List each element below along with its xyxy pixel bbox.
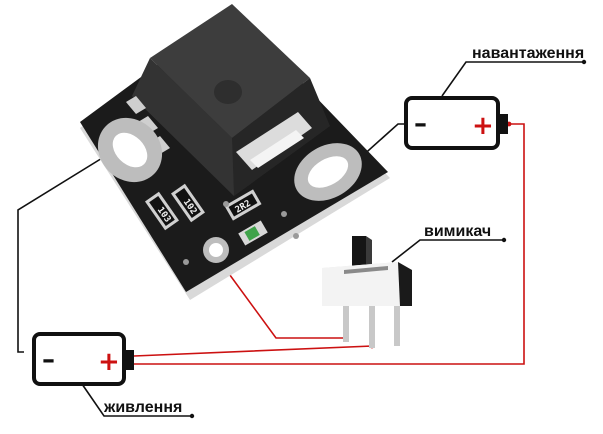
wire-power-minus <box>17 151 113 353</box>
switch-pin-3 <box>394 306 400 346</box>
signal-pad <box>203 237 229 263</box>
leader-power <box>81 383 192 417</box>
switch-pin-2 <box>369 306 375 348</box>
resistor-r3: 2R2 <box>224 189 262 221</box>
slide-switch <box>322 236 412 348</box>
mosfet <box>132 4 330 196</box>
label-switch: вимикач <box>424 223 491 240</box>
battery-power: – + <box>32 332 134 386</box>
leader-dot-power <box>189 413 195 419</box>
switch-pin-1 <box>343 306 349 342</box>
led <box>238 220 268 246</box>
wire-power-plus <box>133 312 373 357</box>
label-load: навантаження <box>472 45 584 62</box>
pcb-module: 103 102 2R2 <box>80 4 390 300</box>
leader-dot-load <box>581 59 587 65</box>
label-power: живлення <box>103 399 182 416</box>
vias <box>183 201 299 265</box>
leader-switch <box>391 239 504 263</box>
battery-power-plus: + <box>98 347 120 377</box>
battery-load-minus: – <box>414 109 427 139</box>
resistor-r2: 102 <box>170 183 206 223</box>
leader-dot-switch <box>501 237 507 243</box>
mounting-hole-right <box>294 143 362 201</box>
resistor-r1: 103 <box>144 191 180 231</box>
leader-load <box>441 61 584 97</box>
black-wires <box>17 61 584 417</box>
wire-load-plus <box>134 123 525 365</box>
battery-power-minus: – <box>42 345 55 375</box>
battery-load-plus: + <box>472 111 494 141</box>
mounting-hole-left <box>97 117 163 183</box>
battery-load: – + <box>404 96 508 150</box>
